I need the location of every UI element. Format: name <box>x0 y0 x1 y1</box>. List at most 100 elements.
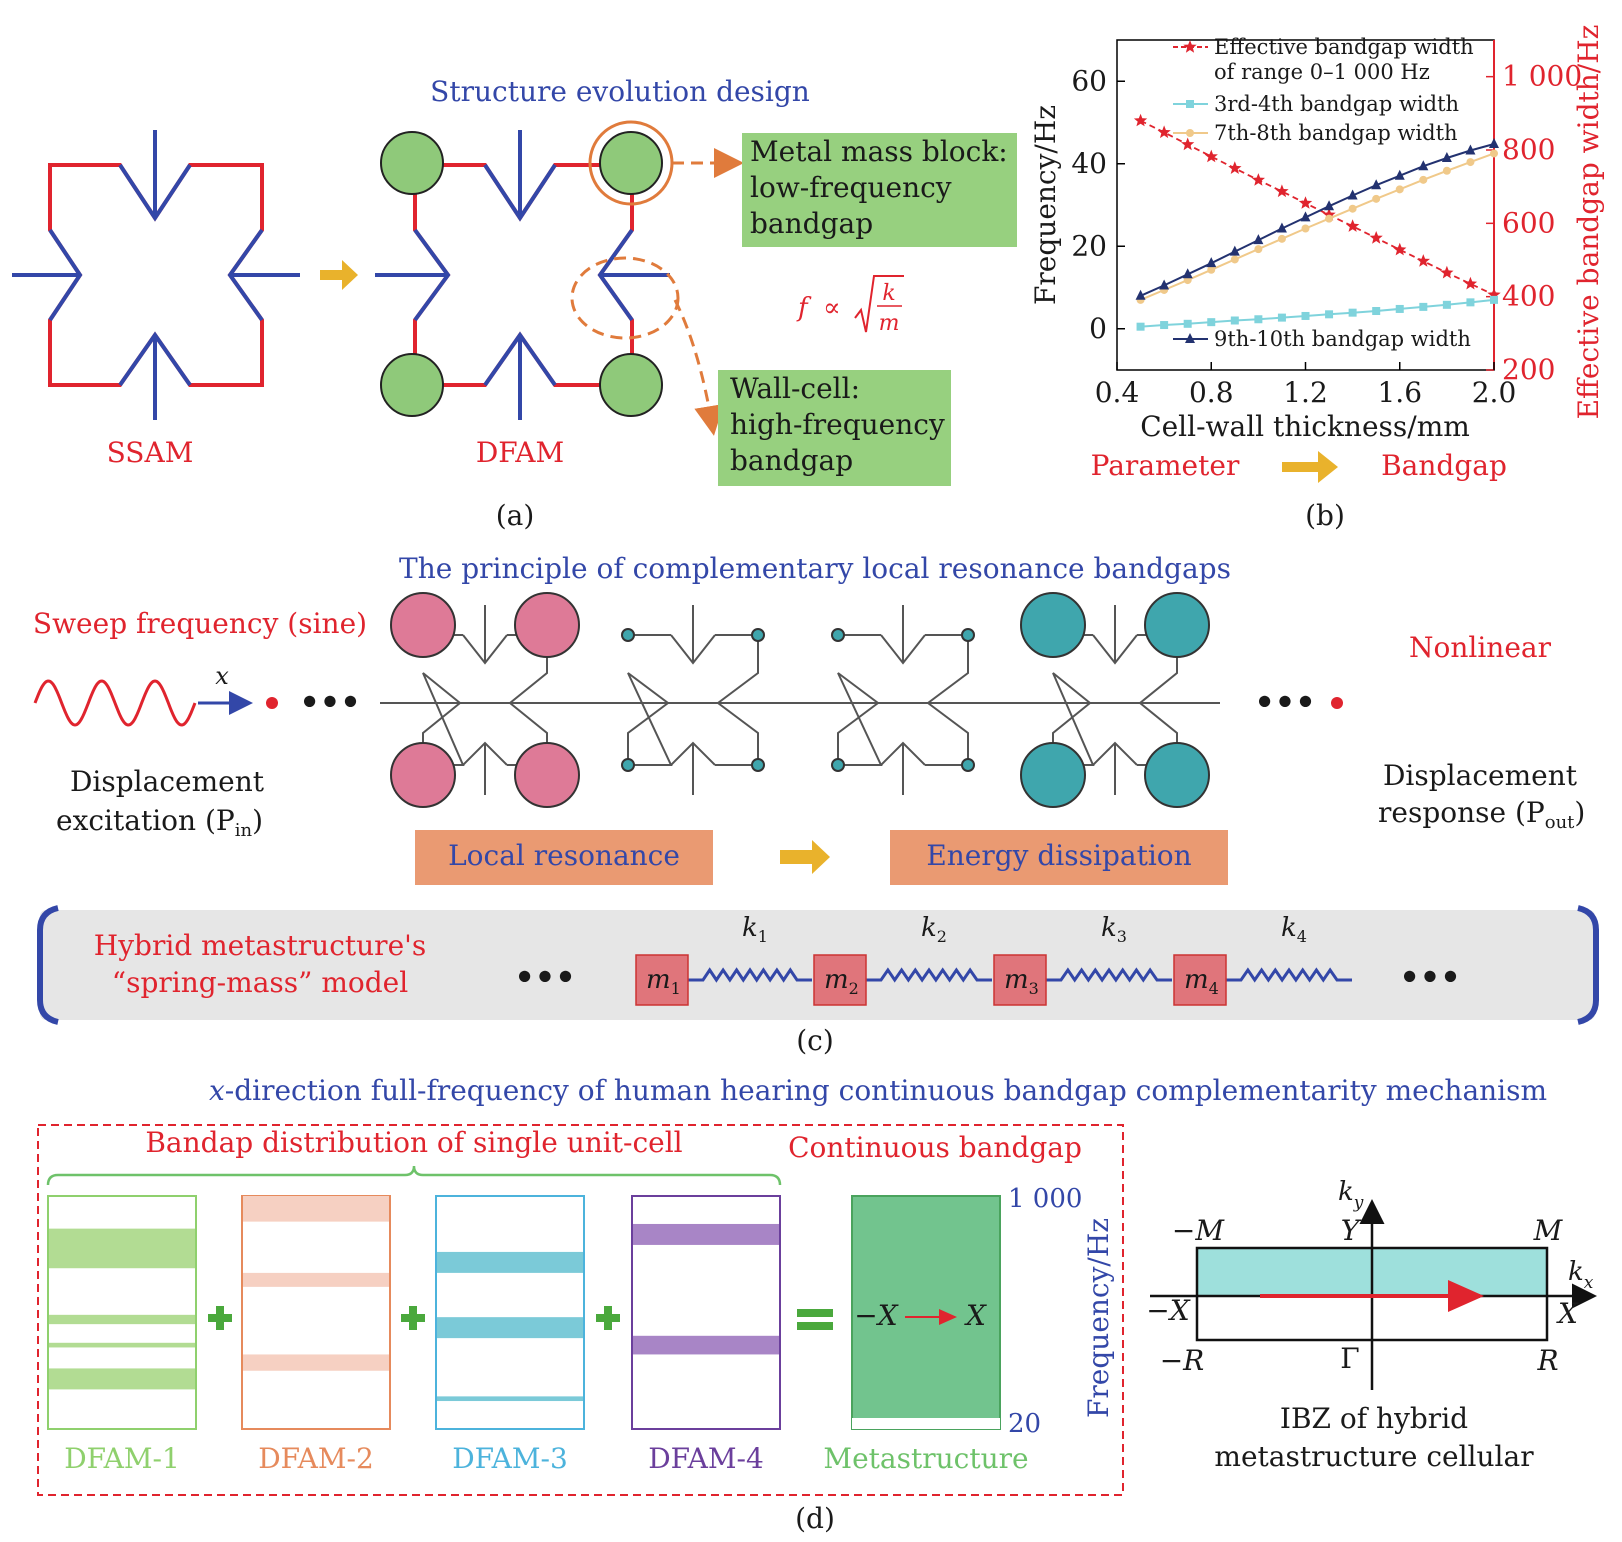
data-point <box>1393 242 1407 256</box>
data-point <box>1186 100 1194 108</box>
y2-tick-label: 1 000 <box>1502 60 1582 93</box>
data-point <box>1346 219 1360 232</box>
y2-tick-label: 600 <box>1502 206 1555 239</box>
bandgap-band <box>49 1314 195 1325</box>
bandgap-band <box>243 1196 389 1222</box>
bandgap-band <box>243 1272 389 1287</box>
caption-c: (c) <box>796 1024 834 1057</box>
y-tick-label: 60 <box>1071 64 1107 97</box>
meta-x: X <box>964 1299 987 1332</box>
legend-entry: 9th-10th bandgap width <box>1173 327 1471 351</box>
data-point <box>1301 311 1310 320</box>
output-node <box>1331 697 1343 709</box>
sweep-label: Sweep frequency (sine) <box>33 607 367 640</box>
highlight-ellipse <box>570 256 680 340</box>
data-point <box>1135 289 1146 300</box>
mass-block-icon <box>599 353 663 417</box>
series-square <box>1136 295 1498 331</box>
series-line <box>1140 143 1495 297</box>
equals-icon <box>797 1309 833 1330</box>
data-point <box>1185 333 1195 343</box>
y-axis-label: Frequency/Hz <box>1029 105 1062 305</box>
data-point <box>1277 313 1286 322</box>
data-point <box>1277 234 1286 243</box>
model-label-line-2: “spring-mass” model <box>112 966 408 999</box>
data-point <box>1419 175 1428 184</box>
unit-cell-label: DFAM-2 <box>258 1442 374 1475</box>
mass-icon <box>1020 742 1086 808</box>
ssam-label: SSAM <box>107 436 194 469</box>
x-tick-label: 1.2 <box>1283 376 1328 409</box>
bandgap-band <box>49 1368 195 1390</box>
energy-dissipation-box <box>890 830 1228 885</box>
local-resonance-box <box>415 830 713 885</box>
spring-icon <box>688 967 812 983</box>
data-point <box>1490 295 1498 304</box>
series-triangle <box>1135 137 1499 300</box>
data-point <box>1204 149 1218 163</box>
plus-icon <box>401 1306 425 1330</box>
x-tick-label: 1.6 <box>1377 376 1422 409</box>
spring-icon <box>1046 967 1172 983</box>
mass-icon <box>1020 592 1086 658</box>
local-resonance-label: Local resonance <box>448 839 680 872</box>
unit-cell-label: DFAM-3 <box>452 1442 568 1475</box>
data-point <box>1254 245 1263 254</box>
legend-label: of range 0–1 000 Hz <box>1214 60 1430 84</box>
band-frame <box>435 1195 585 1430</box>
cell-wall <box>462 605 508 665</box>
legend-label: 9th-10th bandgap width <box>1214 327 1471 351</box>
mass-icon <box>621 628 635 642</box>
mass-block <box>1173 954 1227 1006</box>
response-line-1: Displacement <box>1383 759 1578 792</box>
unit-cell-label: DFAM-1 <box>64 1442 180 1475</box>
svg-text:kx: kx <box>1568 1257 1594 1293</box>
y2-tick-label: 200 <box>1502 353 1555 386</box>
x-tick-label: 0.4 <box>1095 376 1140 409</box>
nonlinear-label: Nonlinear <box>1409 631 1552 664</box>
wall-cell-box <box>718 370 951 486</box>
data-point <box>1254 315 1263 324</box>
excitation-line-2: excitation (Pin) <box>56 804 263 841</box>
data-point <box>1372 194 1381 203</box>
svg-text:−R: −R <box>1160 1344 1205 1377</box>
data-point <box>1324 200 1335 211</box>
unit-cell-4: DFAM-4 <box>631 1195 781 1475</box>
legend-entry: 3rd-4th bandgap width <box>1173 92 1459 116</box>
caption-a: (a) <box>496 499 535 532</box>
caption-d: (d) <box>795 1502 835 1535</box>
parameter-label: Parameter <box>1091 449 1240 482</box>
mass-icon <box>621 758 635 772</box>
data-point <box>1160 321 1169 330</box>
data-point <box>1275 184 1289 198</box>
ellipsis-left: ••• <box>299 683 360 721</box>
svg-text:∝: ∝ <box>823 293 841 323</box>
legend-label: 3rd-4th bandgap width <box>1214 92 1459 116</box>
cell-wall <box>670 741 716 795</box>
mass-icon <box>1144 742 1210 808</box>
data-point <box>1440 265 1454 279</box>
svg-text:ky: ky <box>1338 1177 1364 1213</box>
data-point <box>1325 310 1334 319</box>
data-point <box>1416 254 1430 267</box>
data-point <box>1442 166 1451 175</box>
bandgap-band <box>437 1251 583 1273</box>
model-label-line-1: Hybrid metastructure's <box>94 929 426 962</box>
model-ellipsis-left: ••• <box>514 958 575 996</box>
unit-cell-label: DFAM-4 <box>648 1442 764 1475</box>
panel-a: Structure evolution design SSAM <box>12 75 1017 532</box>
data-point <box>1442 300 1451 309</box>
wall-box-line-3: bandgap <box>730 444 853 477</box>
wall-box-line-2: high-frequency <box>730 408 945 441</box>
data-point <box>1207 265 1216 274</box>
data-point <box>1206 257 1217 268</box>
data-point <box>1182 268 1193 279</box>
data-point <box>1325 214 1334 223</box>
metastructure-label: Metastructure <box>823 1442 1028 1475</box>
cell-wall <box>1092 605 1138 665</box>
